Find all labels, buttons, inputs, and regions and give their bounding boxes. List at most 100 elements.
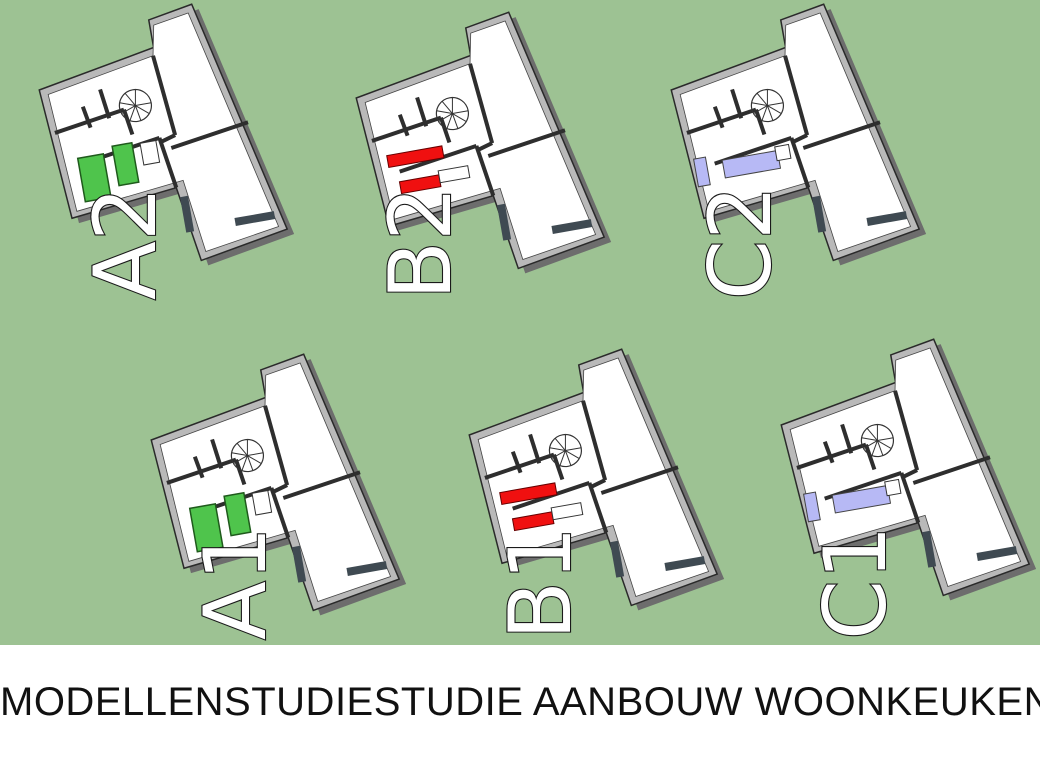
- spiral-stair: [750, 88, 785, 123]
- plan-label: A1: [186, 526, 286, 640]
- window: [180, 195, 195, 233]
- kitchen-counter: [693, 156, 711, 188]
- floor-plan-model: [670, 3, 927, 266]
- window: [922, 530, 937, 568]
- stair-tread: [451, 97, 453, 114]
- floor-plan-model: [468, 348, 725, 611]
- plan-interior-wall: [754, 108, 767, 136]
- plan-interior-wall: [80, 106, 93, 129]
- spiral-stair: [548, 433, 583, 468]
- stair-tread: [565, 447, 582, 452]
- spiral-stair: [435, 96, 470, 131]
- spiral-stair: [860, 423, 895, 458]
- sheet-title: MODELLENSTUDIESTUDIE AANBOUW WOONKEUKEN: [0, 680, 1040, 724]
- stair-tread: [564, 434, 566, 451]
- plan-interior-wall: [840, 423, 854, 454]
- kitchen-block: [111, 141, 140, 187]
- stair-tread: [871, 440, 878, 456]
- plan-interior-wall: [439, 116, 452, 144]
- plan-interior-wall: [210, 438, 224, 469]
- stair-tread: [452, 113, 467, 122]
- window: [812, 195, 827, 233]
- kitchen-table: [251, 489, 273, 516]
- window: [610, 540, 625, 578]
- stair-tread: [861, 437, 878, 442]
- plan-interior-wall: [789, 137, 811, 189]
- stair-tread: [876, 424, 878, 441]
- floor-plan-model: [38, 3, 295, 266]
- window: [976, 546, 1018, 561]
- plan-interior-wall: [192, 456, 205, 479]
- plan-interior-wall: [600, 465, 679, 495]
- stair-tread: [451, 113, 459, 129]
- plan-interior-wall: [161, 133, 177, 144]
- stair-outline: [230, 438, 265, 473]
- floor-plan-model: [355, 11, 612, 274]
- spiral-stair: [118, 88, 153, 123]
- stair-tread: [134, 89, 136, 106]
- plan-interior-wall: [468, 63, 495, 144]
- stair-outline: [548, 433, 583, 468]
- plan-interior-wall: [170, 120, 249, 150]
- stair-tread: [129, 105, 136, 121]
- stair-tread: [247, 455, 262, 464]
- plan-floor: [364, 20, 597, 261]
- kitchen-block: [223, 491, 252, 537]
- plan-interior-wall: [98, 88, 112, 119]
- stair-tread: [246, 439, 248, 456]
- plan-interior-wall: [157, 137, 179, 189]
- stair-tread: [121, 105, 136, 114]
- kitchen-table: [139, 139, 161, 166]
- plan-floor: [679, 12, 912, 253]
- plan-interior-wall: [587, 482, 609, 534]
- stair-tread: [436, 110, 453, 115]
- kitchen-counter: [803, 491, 821, 523]
- stair-tread: [554, 437, 566, 451]
- stair-tread: [766, 89, 768, 106]
- plan-interior-wall: [263, 405, 290, 486]
- plan-interior-wall: [793, 133, 809, 144]
- plan-interior-wall: [899, 472, 921, 524]
- stair-tread: [559, 450, 566, 466]
- plan-interior-wall: [397, 114, 410, 137]
- stair-tread: [452, 110, 469, 115]
- plan-interior-wall: [487, 128, 566, 158]
- stair-tread: [119, 102, 136, 107]
- plan-interior-wall: [912, 455, 991, 485]
- plan-interior-wall: [864, 443, 877, 471]
- plan-interior-wall: [273, 483, 289, 494]
- kitchen-block: [76, 152, 112, 203]
- stair-outline: [860, 423, 895, 458]
- plan-interior-wall: [478, 141, 494, 152]
- stair-tread: [766, 105, 774, 121]
- plan-interior-wall: [528, 433, 542, 464]
- stair-tread: [246, 455, 254, 471]
- plan-interior-wall: [783, 55, 810, 136]
- stair-tread: [877, 440, 892, 449]
- plan-floor: [477, 357, 710, 598]
- plan-interior-wall: [415, 96, 429, 127]
- stair-tread: [565, 450, 580, 459]
- window: [551, 219, 593, 234]
- stair-tread: [767, 105, 782, 114]
- stair-tread: [877, 437, 894, 442]
- plan-interior-wall: [474, 145, 496, 197]
- plan-interior-wall: [122, 108, 135, 136]
- plan-interior-wall: [730, 88, 744, 119]
- plan-interior-wall: [581, 400, 608, 481]
- plan-interior-wall: [822, 441, 835, 464]
- stair-tread: [134, 105, 142, 121]
- stair-tread: [124, 92, 136, 106]
- window: [346, 561, 388, 576]
- stair-tread: [564, 450, 572, 466]
- stair-tread: [549, 447, 566, 452]
- stair-tread: [551, 450, 566, 459]
- stair-tread: [135, 105, 150, 114]
- plan-label: B2: [371, 186, 471, 300]
- window: [497, 203, 512, 241]
- kitchen-counter: [386, 145, 445, 168]
- spiral-stair: [230, 438, 265, 473]
- plan-label: B1: [491, 526, 591, 640]
- plan-label: C1: [806, 525, 906, 640]
